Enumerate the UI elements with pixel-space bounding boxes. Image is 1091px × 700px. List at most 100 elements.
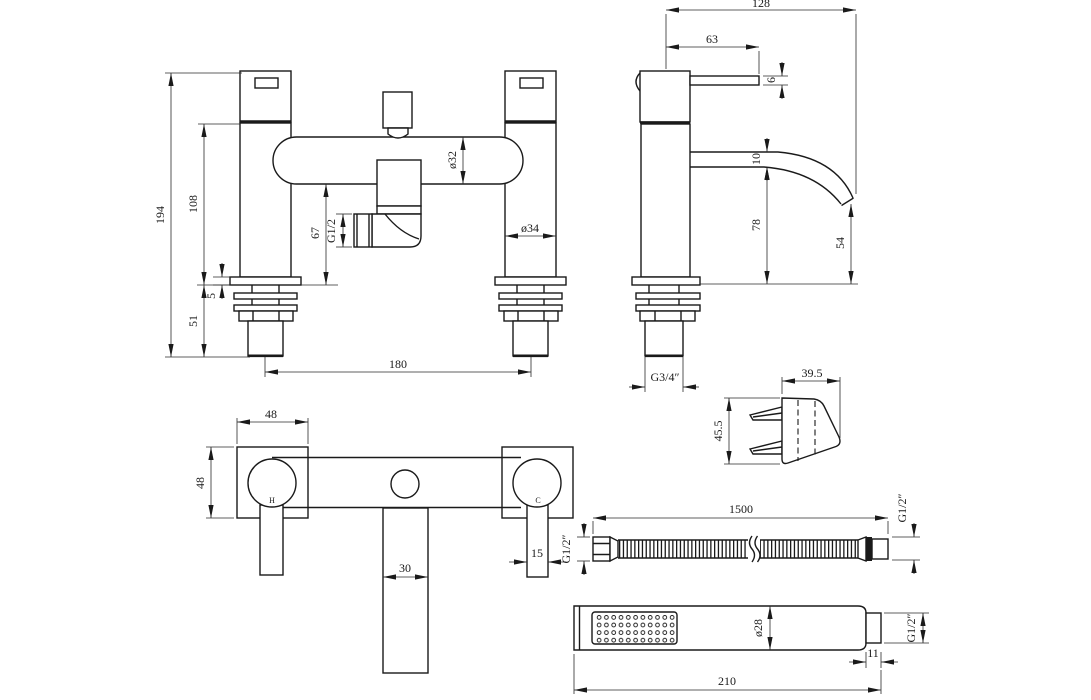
handle-indicator-slot bbox=[519, 77, 544, 89]
dimension-body-dia: ø32 bbox=[445, 137, 466, 184]
dimension-g12-outlet: G1/2 bbox=[324, 213, 352, 248]
dimension-5: 5 bbox=[204, 263, 231, 299]
spout bbox=[690, 151, 854, 207]
bracket-prong-upper bbox=[748, 406, 783, 421]
hot-handle-top bbox=[247, 458, 297, 508]
dimension-6: 6 bbox=[763, 62, 788, 99]
bracket-prong-lower bbox=[748, 440, 783, 455]
dimension-194: 194 bbox=[153, 72, 250, 358]
dim-label-outlet-height: 67 bbox=[308, 227, 322, 239]
dimension-10: 10 bbox=[749, 138, 770, 181]
side-mounting-set bbox=[631, 276, 701, 358]
dim-label-handle-width: 15 bbox=[531, 546, 543, 560]
dimension-108: 108 bbox=[186, 123, 240, 286]
dim-label-spout-thickness: 10 bbox=[749, 153, 763, 165]
hose-nut-left bbox=[592, 535, 619, 563]
dimension-plate-height: 48 bbox=[193, 446, 234, 519]
dim-label-total-height: 194 bbox=[153, 206, 167, 224]
dimension-63: 63 bbox=[666, 32, 760, 74]
handset-connector bbox=[865, 612, 882, 644]
shower-handset: ø28 G1/2″ 11 210 bbox=[573, 605, 929, 694]
dim-label-inlet-thread: G3/4″ bbox=[651, 370, 680, 384]
dimension-54: 54 bbox=[833, 204, 854, 284]
hot-handle-lever bbox=[259, 504, 284, 576]
hose-break bbox=[748, 535, 760, 563]
dimension-pillar-dia: ø34 bbox=[505, 221, 556, 239]
dimension-bracket-height: 45.5 bbox=[711, 397, 780, 465]
dimension-handset-thread: G1/2″ bbox=[884, 612, 929, 644]
spray-nozzles bbox=[595, 613, 675, 644]
dimension-180: 180 bbox=[264, 357, 532, 377]
dim-label-handset-diameter: ø28 bbox=[751, 619, 765, 637]
diverter-top bbox=[390, 469, 420, 499]
dim-label-plate-thickness: 5 bbox=[204, 293, 218, 299]
cold-handle-top bbox=[512, 458, 562, 508]
dim-label-hose-thread-left: G1/2″ bbox=[559, 535, 573, 564]
dimension-connector-length: 11 bbox=[849, 646, 898, 668]
dim-label-upper-height: 108 bbox=[186, 195, 200, 213]
dim-label-spout-drop: 54 bbox=[833, 237, 847, 249]
right-mounting-set bbox=[494, 276, 567, 358]
wall-bracket: 39.5 45.5 bbox=[711, 366, 841, 465]
dimension-handle-width: 15 bbox=[509, 546, 566, 565]
dim-label-body-diameter: ø32 bbox=[445, 151, 459, 169]
side-body bbox=[635, 70, 760, 278]
spray-face bbox=[591, 611, 678, 645]
shower-outlet-block bbox=[376, 159, 422, 215]
backnut bbox=[639, 310, 696, 322]
side-view: 128 63 6 10 78 54 bbox=[629, 0, 858, 392]
washer bbox=[498, 292, 563, 300]
dim-label-plate-width: 48 bbox=[265, 407, 277, 421]
dim-label-lever-thickness: 6 bbox=[764, 77, 778, 83]
dim-label-bracket-height: 45.5 bbox=[711, 421, 725, 442]
lever-handle bbox=[689, 75, 760, 86]
dim-label-spout-width: 30 bbox=[399, 561, 411, 575]
dimension-bracket-width: 39.5 bbox=[781, 366, 841, 438]
threaded-tail bbox=[512, 320, 549, 357]
elbow-thread bbox=[353, 213, 373, 248]
hose-fitting-right bbox=[857, 535, 889, 563]
dimension-128: 128 bbox=[665, 0, 857, 194]
dimension-handset-length: 210 bbox=[573, 654, 882, 694]
bracket-body bbox=[781, 397, 841, 465]
deck-flange bbox=[494, 276, 567, 286]
plan-view: H C 48 48 30 15 bbox=[193, 407, 574, 674]
dim-label-below-deck: 51 bbox=[186, 315, 200, 327]
backnut bbox=[503, 310, 559, 322]
cold-handle-lever bbox=[526, 504, 549, 578]
dim-label-connector-length: 11 bbox=[867, 646, 879, 660]
dimension-51: 51 bbox=[186, 285, 207, 357]
deck-flange bbox=[229, 276, 302, 286]
dim-label-pillar-diameter: ø34 bbox=[521, 221, 539, 235]
dim-label-hose-length: 1500 bbox=[729, 502, 753, 516]
dim-label-outlet-thread: G1/2 bbox=[324, 219, 338, 243]
handle-end-bulge bbox=[635, 72, 641, 92]
dimension-hose-thread-right: G1/2″ bbox=[892, 494, 920, 574]
deck-flange bbox=[631, 276, 701, 286]
washer bbox=[498, 304, 563, 312]
dimension-hose-thread-left: G1/2″ bbox=[559, 523, 590, 575]
threaded-tail bbox=[644, 320, 684, 357]
handle-indicator-slot bbox=[254, 77, 279, 89]
diverter-knob bbox=[382, 91, 413, 139]
threaded-tail bbox=[247, 320, 284, 357]
dimension-hose-length: 1500 bbox=[592, 502, 889, 534]
dim-label-inlet-centres: 180 bbox=[389, 357, 407, 371]
spout-plan bbox=[382, 507, 429, 674]
dim-label-bracket-width: 39.5 bbox=[802, 366, 823, 380]
shower-hose: G1/2″ 1500 G1/2″ bbox=[559, 494, 920, 575]
dim-label-handset-length: 210 bbox=[718, 674, 736, 688]
dim-label-hose-thread-right: G1/2″ bbox=[895, 494, 909, 523]
hot-label: H bbox=[269, 496, 275, 505]
dim-label-spout-height: 78 bbox=[749, 219, 763, 231]
dimension-78: 78 bbox=[700, 167, 858, 285]
dimension-67: 67 bbox=[301, 184, 338, 286]
front-view: 194 108 51 5 67 G1/2 bbox=[153, 70, 567, 377]
dim-label-plate-height: 48 bbox=[193, 477, 207, 489]
dim-label-overall-depth: 128 bbox=[752, 0, 770, 10]
outlet-elbow bbox=[353, 213, 422, 248]
washer bbox=[635, 304, 701, 312]
backnut bbox=[238, 310, 294, 322]
